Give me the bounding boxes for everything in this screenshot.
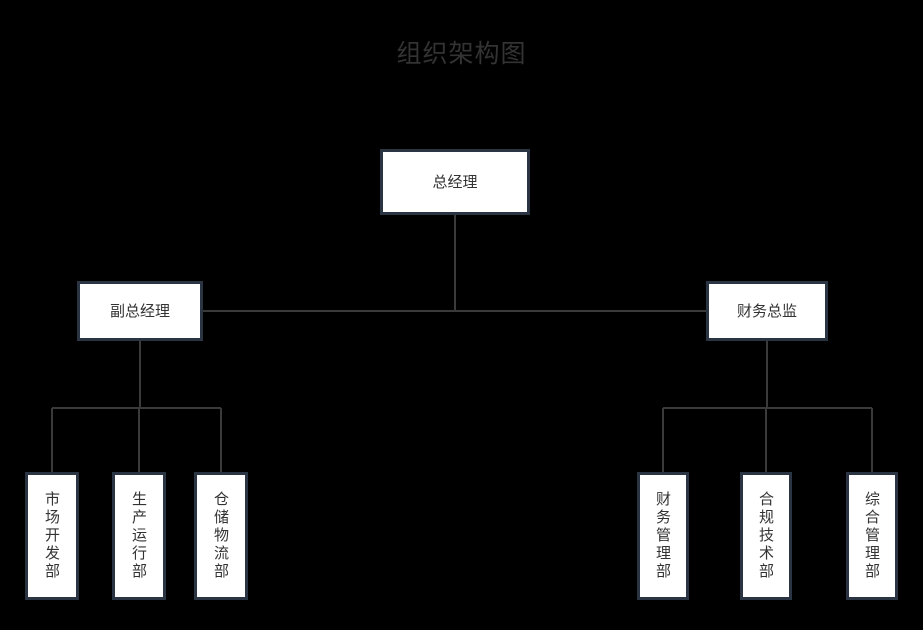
node-financial-director[interactable]: 财务总监 [706, 281, 828, 341]
node-deputy-general-manager[interactable]: 副总经理 [77, 281, 203, 341]
node-general-management-dept[interactable]: 综合管理部 [846, 472, 898, 600]
node-warehouse-logistics-dept[interactable]: 仓储物流部 [194, 472, 248, 600]
page-title: 组织架构图 [396, 39, 527, 68]
node-production-operations-dept[interactable]: 生产运行部 [112, 472, 166, 600]
node-general-manager[interactable]: 总经理 [380, 149, 530, 215]
node-compliance-technology-dept[interactable]: 合规技术部 [740, 472, 792, 600]
node-market-development-dept[interactable]: 市场开发部 [25, 472, 79, 600]
node-financial-management-dept[interactable]: 财务管理部 [637, 472, 689, 600]
